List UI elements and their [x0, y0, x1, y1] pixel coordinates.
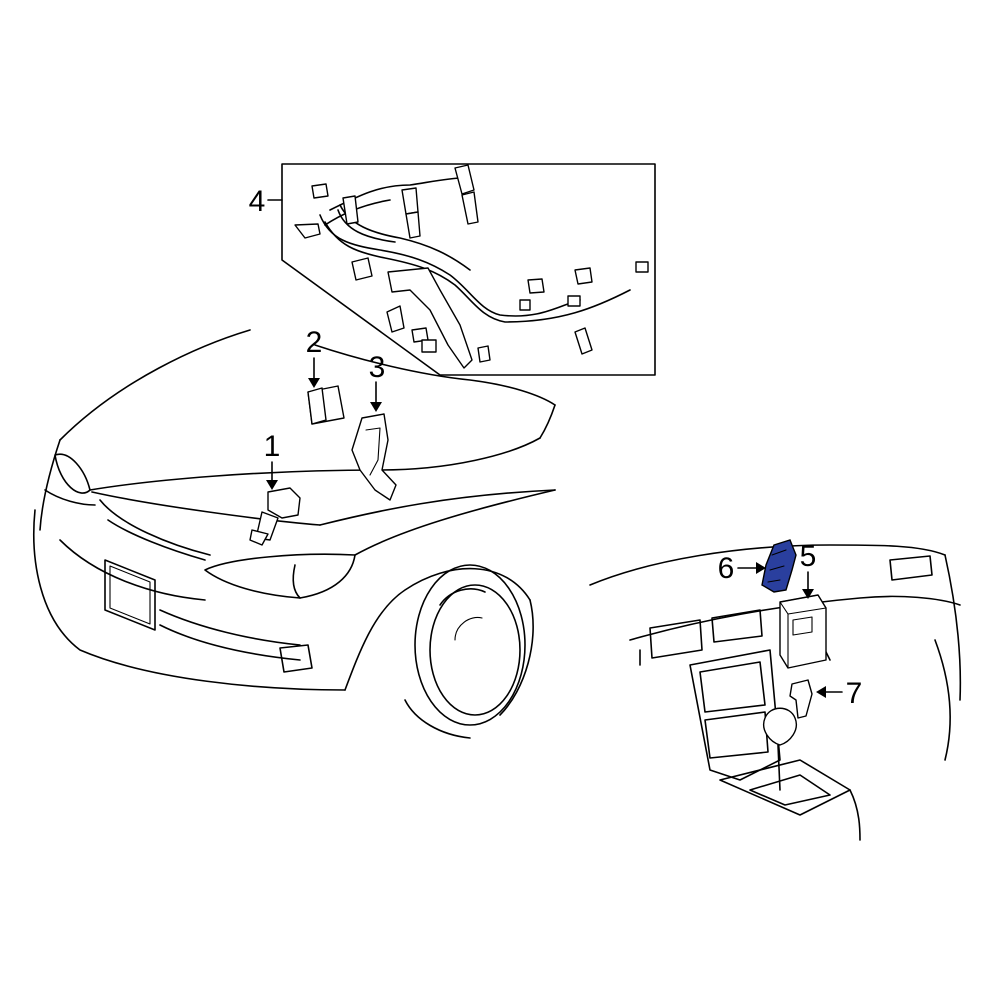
- callout-6-label: 6: [718, 552, 735, 585]
- engine-control-module-part-5: [779, 594, 827, 669]
- bracket-part-7: [789, 679, 813, 719]
- callout-3-label: 3: [369, 351, 386, 384]
- spark-plug-wire-set-inset: [281, 163, 656, 376]
- dashboard-interior-illustration: [589, 544, 962, 841]
- callout-4-label: 4: [249, 185, 266, 218]
- ignitor-part-2: [307, 385, 345, 425]
- ignition-coil-part-1: [249, 487, 301, 546]
- callout-7-label: 7: [846, 677, 863, 710]
- ecm-bracket-part-6: [761, 539, 797, 593]
- highlighted-part-6[interactable]: [761, 539, 797, 593]
- bracket-part-3: [351, 413, 397, 501]
- callout-2-label: 2: [306, 326, 323, 359]
- callout-5-label: 5: [800, 540, 817, 573]
- callout-labels: 1 2 3 4 5 6 7: [249, 185, 863, 710]
- callout-arrows: [266, 199, 843, 698]
- car-front-illustration: [33, 329, 556, 739]
- callout-1-label: 1: [264, 430, 281, 463]
